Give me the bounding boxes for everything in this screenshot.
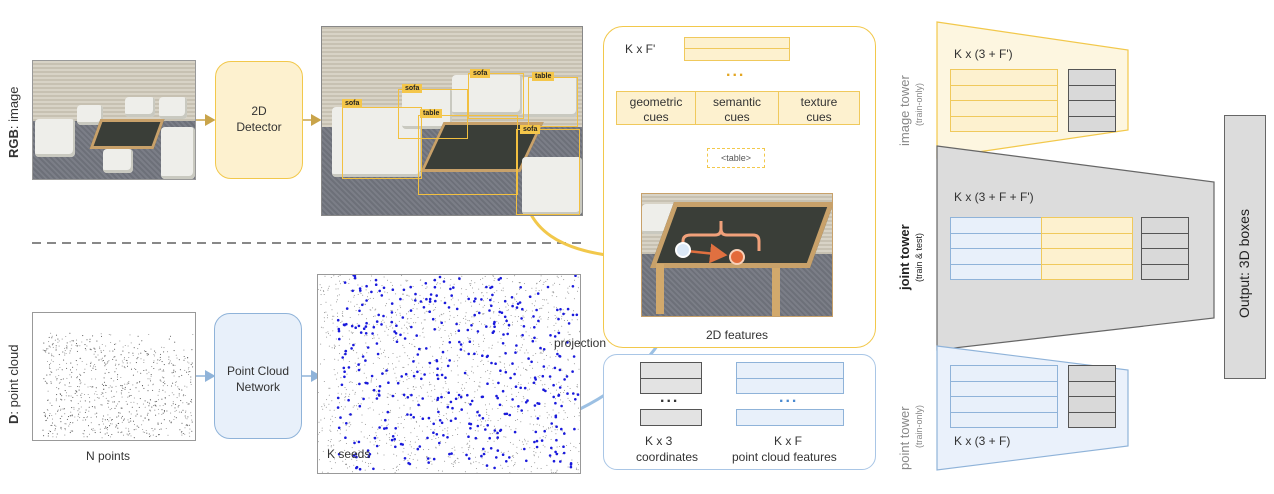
seeds-image — [317, 274, 581, 474]
rgb-image-photo — [32, 60, 196, 180]
detection-box — [468, 73, 524, 119]
2d-detector-block: 2D Detector — [215, 61, 303, 179]
image-tower-coord-stack — [1068, 69, 1116, 132]
joint-tower-img-stack — [1041, 217, 1133, 280]
image-tower-formula: K x (3 + F') — [954, 47, 1013, 61]
pc-features-last-row — [736, 409, 844, 426]
coords-ellipsis: ... — [660, 389, 680, 406]
detection-label: table — [420, 109, 443, 118]
2d-features-caption: 2D features — [706, 328, 769, 342]
n-points-label: N points — [86, 449, 131, 463]
point-tower-label: point tower — [897, 406, 912, 470]
pc-features-caption-2: point cloud features — [732, 450, 837, 464]
detection-box — [516, 129, 580, 215]
output-label: Output: 3D boxes — [1236, 209, 1252, 318]
detection-box — [398, 89, 468, 139]
detection-photo: sofa table sofa sofa table sofa — [321, 26, 583, 216]
joint-tower-sub: (train & test) — [914, 232, 924, 282]
coords-caption-2: coordinates — [636, 450, 699, 464]
coordinates-stack — [640, 362, 702, 394]
detection-box — [342, 107, 422, 179]
detection-box — [528, 77, 578, 127]
detection-label: sofa — [470, 69, 491, 78]
feature-highlight — [675, 221, 761, 265]
point-cloud-network-block: Point Cloud Network — [214, 313, 302, 439]
detection-label: sofa — [402, 84, 423, 93]
output-box — [1224, 115, 1266, 379]
features-photo — [641, 193, 833, 317]
point-tower-pc-stack — [950, 365, 1058, 428]
table-tag-box: <table> — [707, 148, 765, 168]
image-tower-feature-stack — [950, 69, 1058, 132]
fused-feature-vector — [684, 37, 790, 62]
pc-features-ellipsis: ... — [779, 389, 799, 406]
features-ellipsis: ... — [726, 63, 746, 80]
projection-label: projection — [554, 336, 607, 350]
point-tower-coord-stack — [1068, 365, 1116, 428]
joint-tower-pc-stack — [950, 217, 1042, 280]
point-tower-sub: (train-only) — [914, 404, 924, 448]
coords-caption-1: K x 3 — [645, 434, 673, 448]
detection-label: sofa — [520, 125, 541, 134]
joint-tower-label: joint tower — [897, 224, 912, 290]
joint-tower-formula: K x (3 + F + F') — [954, 190, 1034, 204]
image-tower-label: image tower — [897, 75, 912, 146]
rgb-image-label: RGB: image — [6, 86, 21, 158]
joint-tower-coord-stack — [1141, 217, 1189, 280]
k-seeds-label: K seeds — [327, 447, 371, 461]
point-cloud-image — [32, 312, 196, 441]
kxf-prime-label: K x F' — [625, 42, 656, 56]
detector-line-1: 2D — [251, 104, 267, 118]
pc-features-caption-1: K x F — [774, 434, 803, 448]
detector-line-2: Detector — [236, 120, 282, 134]
point-tower-formula: K x (3 + F) — [954, 434, 1011, 448]
pc-features-stack — [736, 362, 844, 394]
image-tower-sub: (train-only) — [914, 82, 924, 126]
coordinates-last-row — [640, 409, 702, 426]
point-cloud-label: D: point cloud — [6, 344, 21, 425]
detection-label: sofa — [342, 99, 363, 108]
detection-label: table — [532, 72, 555, 81]
